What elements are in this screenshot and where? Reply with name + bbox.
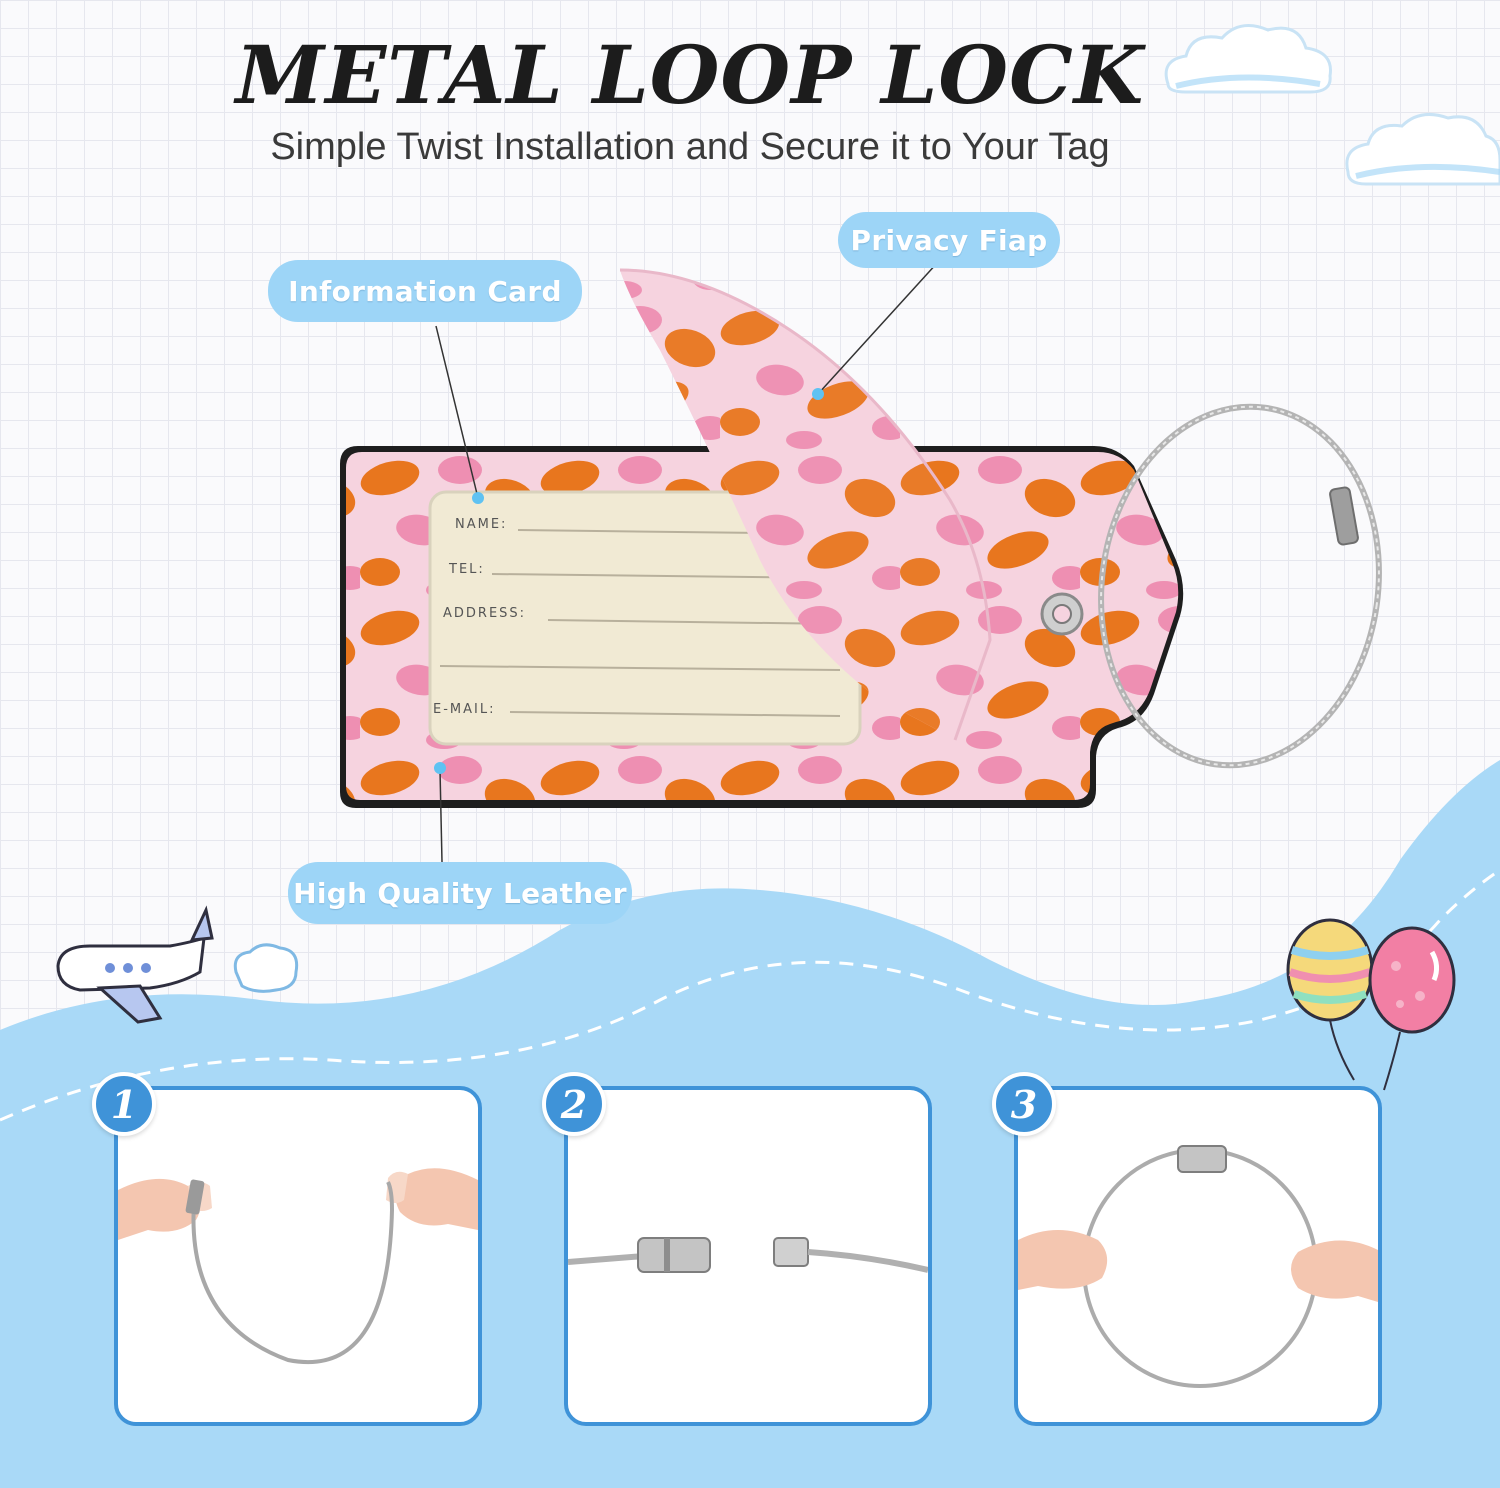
step-2-badge: 2 (542, 1072, 606, 1136)
step-3-panel (1014, 1086, 1382, 1426)
step-1-panel (114, 1086, 482, 1426)
page-title: METAL LOOP LOCK (235, 28, 1145, 122)
tag-field-address: ADDRESS: (443, 606, 527, 621)
tag-field-name: NAME: (455, 517, 508, 532)
wire-loop-icon (1018, 1145, 1378, 1388)
step-2-panel (564, 1086, 932, 1426)
balloon-icon (1368, 926, 1456, 1091)
airplane-icon (56, 905, 299, 1024)
callout-leather: High Quality Leather (288, 862, 632, 924)
tag-field-tel: TEL: (449, 562, 485, 577)
page-subtitle: Simple Twist Installation and Secure it … (270, 126, 1110, 168)
callout-privacy-flap: Privacy Fiap (838, 212, 1060, 268)
step-3-badge: 3 (992, 1072, 1056, 1136)
cloud-icon (1164, 24, 1332, 94)
balloon-icon (1286, 918, 1374, 1081)
hand-icon (118, 1168, 478, 1365)
wire-loop-icon (1098, 403, 1382, 769)
step-1-badge: 1 (92, 1072, 156, 1136)
wire-loop-icon (568, 1237, 928, 1273)
cloud-icon (1345, 112, 1500, 186)
luggage-tag (340, 446, 1184, 808)
callout-information-card: Information Card (268, 260, 582, 322)
tag-field-email: E-MAIL: (433, 702, 496, 717)
